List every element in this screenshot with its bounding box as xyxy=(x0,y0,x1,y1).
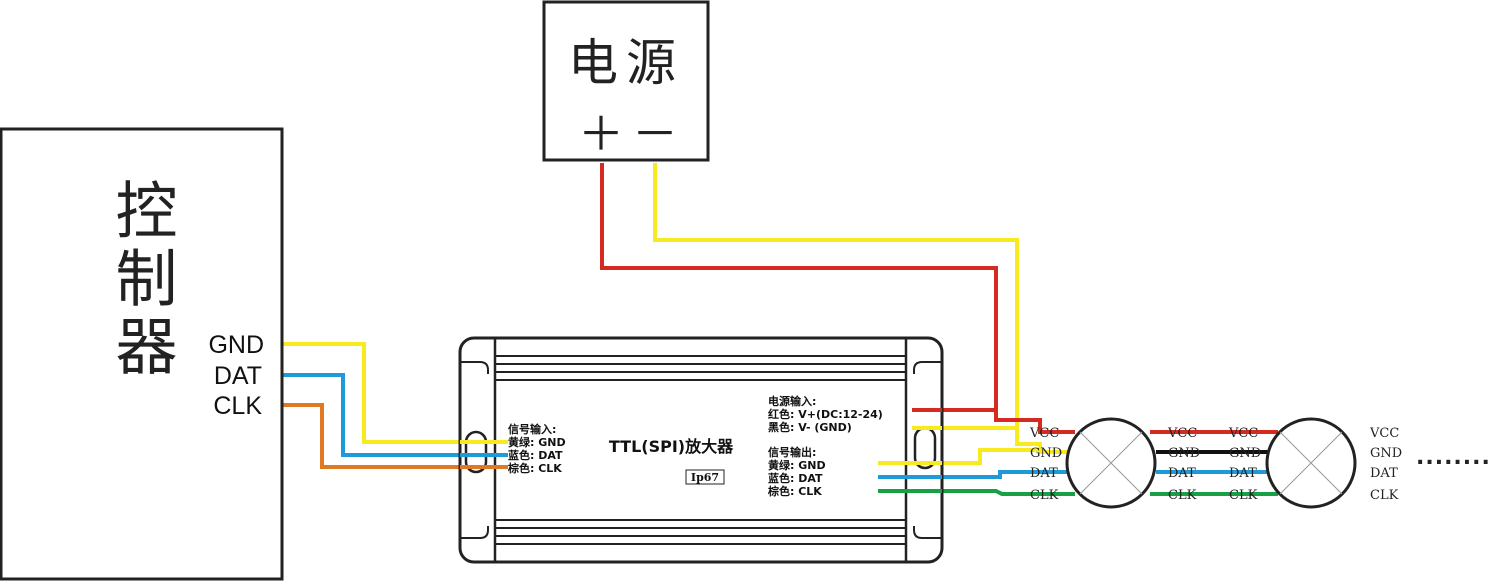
lamp1-in-clk: CLK xyxy=(1030,488,1059,503)
amp-input-line-3: 棕色: CLK xyxy=(507,461,562,475)
amplifier-rating-box xyxy=(685,469,725,485)
continuation-dots: ........ xyxy=(1416,445,1491,470)
lamp2-out-dat: DAT xyxy=(1370,466,1398,481)
lamp1-in-vcc: VCC xyxy=(1029,426,1059,441)
lamp1-out-clk: CLK xyxy=(1168,488,1197,503)
amp-output-heading: 信号输出: xyxy=(768,445,816,459)
amplifier-title: TTL(SPI)放大器 xyxy=(609,437,734,456)
lamp1-out-dat: DAT xyxy=(1168,466,1196,481)
power-plus-label: ＋ xyxy=(578,107,624,161)
wire-out-gnd-join xyxy=(1015,428,1042,452)
amp-power-line-1: 红色: V+(DC:12-24) xyxy=(768,407,883,421)
amp-input-line-1: 黄绿: GND xyxy=(508,435,566,449)
controller-pin-gnd: GND xyxy=(208,331,264,359)
wire-ctrl-clk xyxy=(283,403,508,469)
lamp1-out-vcc: VCC xyxy=(1167,426,1197,441)
lamp2-in-clk: CLK xyxy=(1229,488,1258,503)
amplifier: TTL(SPI)放大器 Ip67 信号输入: 黄绿: GND 蓝色: DAT 棕… xyxy=(458,336,944,564)
lamp2-in-vcc: VCC xyxy=(1228,426,1258,441)
amp-input-heading: 信号输入: xyxy=(508,422,556,436)
wire-lamp1-vcc xyxy=(994,410,1075,434)
power-supply-title: 电源 xyxy=(568,34,684,92)
controller: 控制器 GND DAT CLK xyxy=(0,127,284,581)
wire-out-gnd xyxy=(878,448,1070,465)
power-supply: 电源 ＋ － xyxy=(542,0,710,162)
wire-ctrl-gnd xyxy=(283,342,508,444)
lamp-2: VCC GND DAT CLK VCC GND DAT CLK xyxy=(1228,417,1402,509)
power-minus-label: － xyxy=(632,107,678,161)
amp-input-line-2: 蓝色: DAT xyxy=(508,448,563,462)
amp-power-heading: 电源输入: xyxy=(768,394,816,408)
lamp2-out-vcc: VCC xyxy=(1369,426,1399,441)
lamp1-in-dat: DAT xyxy=(1030,466,1058,481)
lamp2-in-gnd: GND xyxy=(1229,446,1261,461)
lamp1-in-gnd: GND xyxy=(1030,446,1062,461)
lamp2-in-dat: DAT xyxy=(1229,466,1257,481)
lamp2-out-clk: CLK xyxy=(1370,488,1399,503)
amp-power-line-2: 黑色: V- (GND) xyxy=(768,420,852,434)
lamp-1: VCC GND DAT CLK VCC GND DAT CLK xyxy=(1029,417,1200,509)
amplifier-rating: Ip67 xyxy=(691,471,719,484)
wire-ctrl-dat xyxy=(283,373,508,457)
controller-pin-clk: CLK xyxy=(213,392,262,420)
wire-power-yellow xyxy=(653,163,1019,430)
wire-power-red xyxy=(600,163,998,412)
lamp2-out-gnd: GND xyxy=(1370,446,1402,461)
controller-pin-dat: DAT xyxy=(214,362,262,390)
controller-title: 控制器 xyxy=(105,178,178,382)
lamp1-out-gnd: GND xyxy=(1168,446,1200,461)
amp-output-line-3: 棕色: CLK xyxy=(767,484,822,498)
amp-output-line-1: 黄绿: GND xyxy=(768,458,826,472)
amp-output-line-2: 蓝色: DAT xyxy=(768,471,823,485)
